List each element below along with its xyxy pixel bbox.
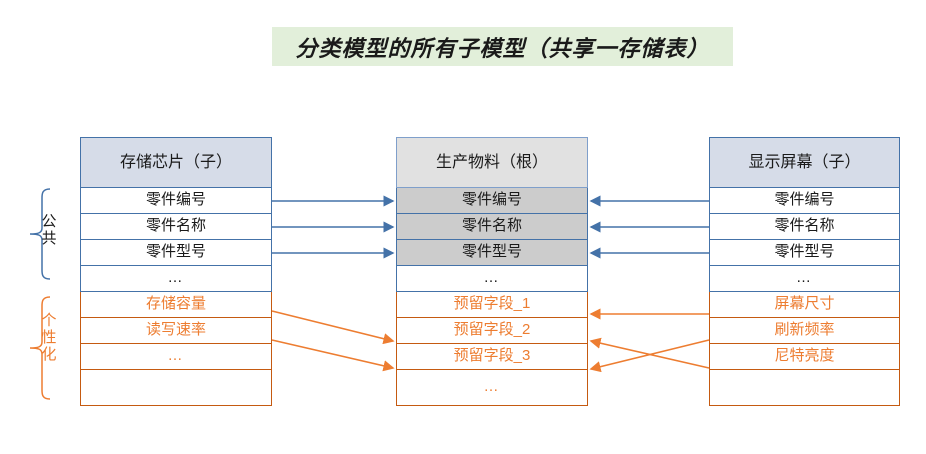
table-row: 零件名称 [396,214,588,240]
table-row: 零件名称 [709,214,900,240]
table-row: 零件名称 [80,214,272,240]
table-row-ellipsis: … [396,266,588,292]
wire-left-common [272,195,395,259]
table-row-ellipsis: … [709,266,900,292]
table-row-empty [80,370,272,406]
brace-common [28,188,52,280]
table-storage-chip: 存储芯片（子） 零件编号 零件名称 零件型号 … 存储容量 读写速率 … [80,137,272,406]
wire-left-custom [271,310,395,372]
label-custom: 个性化 [41,312,57,363]
table-row-ellipsis: … [80,344,272,370]
table-row: 屏幕尺寸 [709,292,900,318]
table-row: 预留字段_2 [396,318,588,344]
table-row: 预留字段_3 [396,344,588,370]
table-header-storage-chip: 存储芯片（子） [80,137,272,188]
table-row-ellipsis: … [396,370,588,406]
table-row-empty [709,370,900,406]
table-header-display-screen: 显示屏幕（子） [709,137,900,188]
table-row: 零件编号 [709,188,900,214]
table-row-ellipsis: … [80,266,272,292]
wire-right-common [589,195,709,259]
table-row: 零件型号 [80,240,272,266]
table-row: 存储容量 [80,292,272,318]
table-row: 零件型号 [709,240,900,266]
table-row: 零件编号 [80,188,272,214]
table-row: 零件型号 [396,240,588,266]
table-row: 预留字段_1 [396,292,588,318]
table-production-material: 生产物料（根） 零件编号 零件名称 零件型号 … 预留字段_1 预留字段_2 预… [396,137,588,406]
table-row: 零件编号 [396,188,588,214]
brace-custom [28,296,52,400]
label-common: 公共 [41,213,57,247]
table-header-production-material: 生产物料（根） [396,137,588,188]
page-title: 分类模型的所有子模型（共享一存储表） [295,35,710,61]
table-display-screen: 显示屏幕（子） 零件编号 零件名称 零件型号 … 屏幕尺寸 刷新频率 尼特亮度 [709,137,900,406]
table-row: 读写速率 [80,318,272,344]
table-row: 刷新频率 [709,318,900,344]
wire-right-custom [589,308,710,373]
diagram-title-band: 分类模型的所有子模型（共享一存储表） [272,27,733,66]
table-row: 尼特亮度 [709,344,900,370]
